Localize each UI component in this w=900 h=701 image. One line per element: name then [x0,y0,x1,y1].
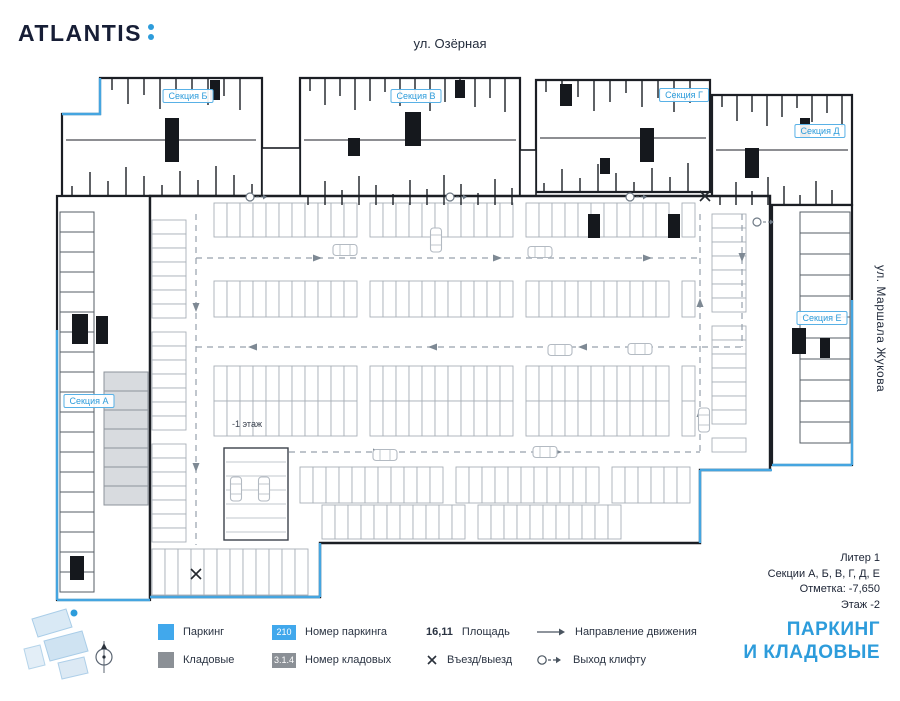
section-label-d: Секция Д [794,124,846,138]
legend-lift-exit: Выход клифту [536,652,646,668]
section-label-g: Секция Г [659,88,709,102]
parking-swatch-icon [158,624,174,640]
street-right-label: ул. Маршала Жукова [874,265,888,393]
street-top-label: ул. Озёрная [413,36,487,51]
logo: ATLANTIS [18,20,155,47]
legend-storage-number: 3.1.4 Номер кладовых [272,652,391,668]
legend-storage: Кладовые [158,652,234,668]
section-label-e: Секция Е [796,311,848,325]
section-label-a: Секция А [63,394,115,408]
legend-storage-number-label: Номер кладовых [305,654,392,666]
parking-number-box: 210 [272,624,296,640]
legend-direction: Направление движения [536,624,697,640]
legend-direction-label: Направление движения [575,626,697,638]
page-title-line1: ПАРКИНГ [786,619,880,640]
legend-parking: Паркинг [158,624,224,640]
site-minimap [23,608,113,680]
section-label-v: Секция В [390,89,442,103]
storage-number-box: 3.1.4 [272,652,296,668]
legend-parking-number: 210 Номер паркинга [272,624,387,640]
page-title-line2: И КЛАДОВЫЕ [743,642,880,663]
logo-dots-icon [148,24,155,40]
info-block: Литер 1 Секции А, Б, В, Г, Д, Е Отметка:… [768,551,880,613]
legend-lift-exit-label: Выход клифту [573,654,646,666]
lift-exit-icon [537,655,561,665]
info-sections: Секции А, Б, В, Г, Д, Е [767,567,880,580]
info-mark: Отметка: -7,650 [799,583,880,595]
direction-arrow-icon [537,628,565,636]
legend-parking-label: Паркинг [183,626,225,638]
legend-entry-exit-label: Въезд/выезд [447,654,513,666]
storage-swatch-icon [158,652,174,668]
legend-storage-label: Кладовые [183,654,235,666]
section-label-b: Секция Б [162,89,214,103]
entry-exit-icon [427,655,437,665]
legend-area-label: Площадь [461,626,510,638]
legend-entry-exit: Въезд/выезд [426,652,512,668]
legend-area: 16,11 Площадь [426,624,510,640]
floor-note: -1 этаж [232,419,262,429]
page-title: ПАРКИНГ И КЛАДОВЫЕ [743,618,880,664]
location-pin-icon [70,609,78,617]
compass-icon [95,641,113,673]
info-liter: Литер 1 [840,552,880,564]
area-sample: 16,11 [426,626,453,638]
legend-parking-number-label: Номер паркинга [305,626,388,638]
logo-text: ATLANTIS [18,20,143,46]
info-floor: Этаж -2 [840,598,880,611]
